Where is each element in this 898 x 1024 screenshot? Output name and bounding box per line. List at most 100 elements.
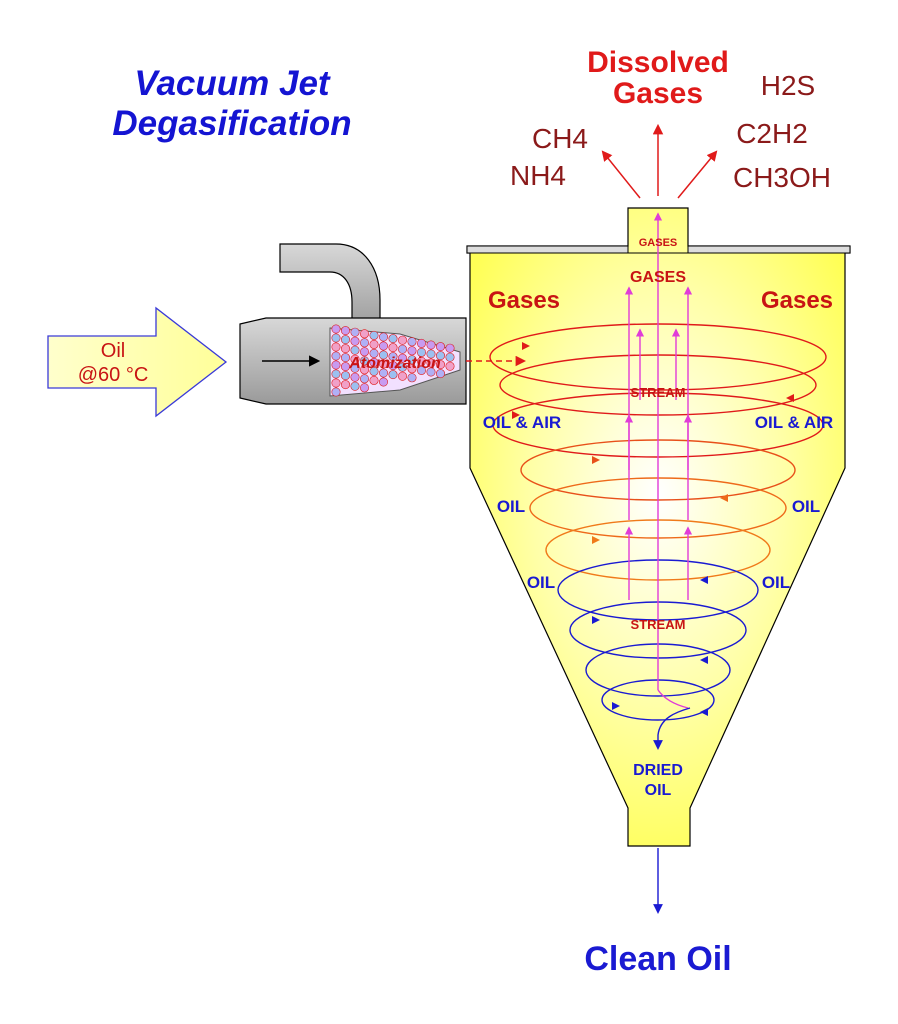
droplet [407, 355, 417, 365]
neck-gases-label: GASES [639, 237, 678, 249]
droplet [350, 354, 360, 364]
dissolved-header-line-1: Dissolved [587, 46, 729, 79]
droplet [340, 362, 350, 372]
outlet-arrow-right [677, 150, 718, 199]
droplet [331, 351, 341, 361]
droplet [416, 347, 426, 357]
gas-ch3oh: CH3OH [733, 162, 831, 193]
droplet [331, 342, 341, 352]
clean-oil-label: Clean Oil [584, 940, 731, 978]
droplet [350, 327, 360, 337]
gas-ch4: CH4 [532, 123, 588, 154]
droplet [378, 377, 388, 387]
droplet [369, 339, 379, 349]
droplet [340, 326, 350, 336]
droplet [388, 361, 398, 371]
droplet [407, 364, 417, 374]
droplet [435, 342, 445, 352]
droplet [435, 369, 445, 379]
title-line-2: Degasification [112, 104, 351, 143]
droplet [331, 378, 341, 388]
droplet [369, 366, 379, 376]
droplet [397, 362, 407, 372]
droplet [359, 356, 369, 366]
oil-label-left-2: OIL [527, 573, 555, 592]
droplet [378, 350, 388, 360]
vessel-lid [466, 245, 629, 254]
droplet [350, 336, 360, 346]
inlet-label-line-1: Oil [101, 340, 125, 362]
dried-oil-label-line-2: OIL [645, 782, 672, 799]
oil-inlet-arrow [47, 306, 228, 418]
droplet [369, 348, 379, 358]
droplet [350, 363, 360, 373]
title-line-1: Vacuum Jet [134, 64, 331, 103]
droplet [331, 324, 341, 334]
inlet-label-line-2: @60 °C [78, 364, 149, 386]
gas-c2h2: C2H2 [736, 118, 808, 149]
droplet [445, 343, 455, 353]
droplet [340, 380, 350, 390]
droplet [426, 349, 436, 359]
droplet [331, 333, 341, 343]
droplet [435, 360, 445, 370]
oil-air-label-left: OIL & AIR [483, 413, 561, 432]
droplet [416, 338, 426, 348]
droplet [388, 334, 398, 344]
droplet [397, 371, 407, 381]
droplet [340, 344, 350, 354]
droplet [350, 345, 360, 355]
stream-label-upper: STREAM [631, 385, 686, 400]
droplet [350, 372, 360, 382]
droplet [407, 337, 417, 347]
droplet [388, 352, 398, 362]
droplet [397, 344, 407, 354]
droplet [426, 340, 436, 350]
droplet [359, 383, 369, 393]
droplet [416, 356, 426, 366]
gas-nh4: NH4 [510, 160, 566, 191]
outlet-arrow-left [601, 150, 641, 199]
droplet [369, 330, 379, 340]
droplet [331, 360, 341, 370]
gas-flow-lines [624, 212, 693, 709]
droplet [378, 368, 388, 378]
droplet [340, 371, 350, 381]
droplet [435, 351, 445, 361]
oil-label-right-2: OIL [762, 573, 790, 592]
stream-label-lower: STREAM [631, 617, 686, 632]
dissolved-header-line-2: Gases [613, 77, 703, 110]
droplet [388, 370, 398, 380]
droplet [369, 375, 379, 385]
droplet [359, 374, 369, 384]
gases-label-left: Gases [488, 287, 560, 314]
ring-direction-arrows [512, 342, 794, 716]
oil-label-right-1: OIL [792, 497, 820, 516]
droplet [359, 347, 369, 357]
vessel-lid-right [687, 245, 851, 254]
droplet [426, 358, 436, 368]
droplet [331, 369, 341, 379]
droplet [340, 335, 350, 345]
oil-outflow [653, 707, 691, 914]
droplet [359, 365, 369, 375]
dried-oil-label-line-1: DRIED [633, 762, 683, 779]
feed-pipe [279, 243, 381, 331]
droplet [397, 335, 407, 345]
droplet [331, 387, 341, 397]
oil-label-left-1: OIL [497, 497, 525, 516]
droplet [359, 329, 369, 339]
droplet [369, 357, 379, 367]
gas-h2s: H2S [761, 70, 815, 101]
droplet [445, 361, 455, 371]
droplet [340, 353, 350, 363]
droplet [378, 359, 388, 369]
droplet [350, 381, 360, 391]
droplet [359, 338, 369, 348]
droplet [378, 341, 388, 351]
top-gases-label: GASES [630, 269, 686, 286]
droplet [388, 343, 398, 353]
droplet [445, 352, 455, 362]
droplet [426, 367, 436, 377]
